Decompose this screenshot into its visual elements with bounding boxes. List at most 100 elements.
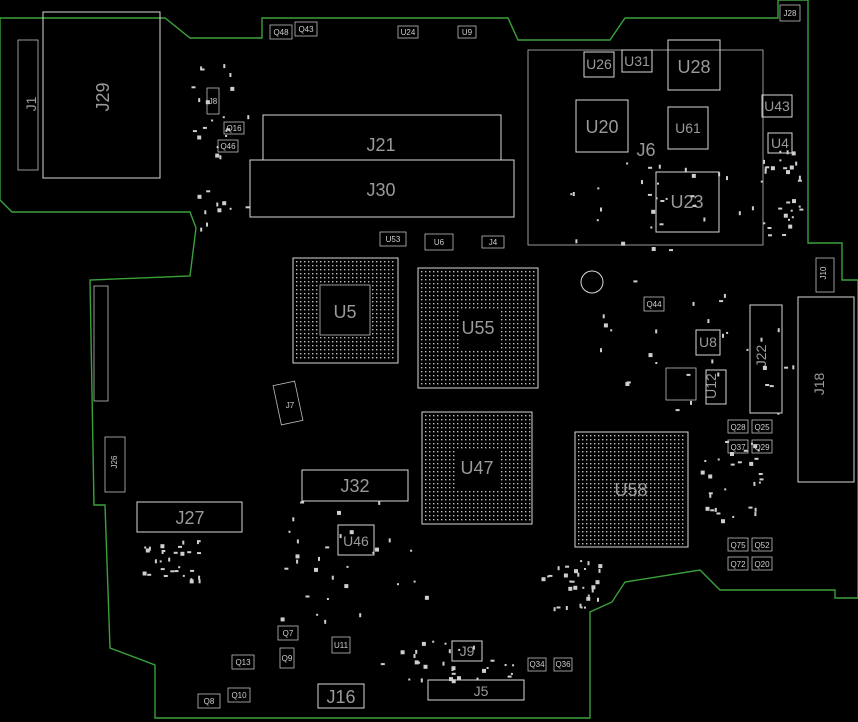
- label-u55: U55: [461, 318, 494, 338]
- label-j5: J5: [474, 683, 489, 699]
- label-j32: J32: [340, 476, 369, 496]
- label-q29: Q29: [754, 443, 770, 452]
- chip-u55: [417, 267, 539, 389]
- label-u5: U5: [333, 302, 356, 322]
- connector-j9: [451, 640, 483, 662]
- transistor-q29: [751, 439, 773, 454]
- connector-j7: [272, 380, 304, 426]
- label-q9: Q9: [282, 654, 293, 663]
- label-u12: U12: [703, 373, 719, 399]
- label-q20: Q20: [754, 560, 770, 569]
- label-j22: J22: [753, 345, 769, 368]
- label-q75: Q75: [730, 541, 746, 550]
- label-q8: Q8: [204, 697, 215, 706]
- label-j27: J27: [175, 508, 204, 528]
- label-u23: U23: [670, 192, 703, 212]
- label-q16: Q16: [226, 124, 242, 133]
- label-u28: U28: [677, 57, 710, 77]
- transistor-q75: [727, 537, 749, 552]
- label-u61: U61: [675, 120, 701, 136]
- label-j21: J21: [366, 135, 395, 155]
- transistor-q34: [527, 657, 547, 672]
- label-u24: U24: [401, 28, 416, 37]
- label-u53: U53: [386, 235, 401, 244]
- chip-u46: [337, 524, 375, 556]
- label-j1: J1: [23, 96, 39, 111]
- label-q37: Q37: [730, 443, 746, 452]
- connector-j27: [136, 501, 243, 533]
- chip-u31: [621, 49, 653, 73]
- transistor-q9: [279, 647, 295, 669]
- label-q28: Q28: [730, 423, 746, 432]
- connector-j22: [749, 304, 783, 414]
- label-u58: U58: [614, 480, 647, 500]
- label-j8: J8: [209, 97, 218, 106]
- chip-u24: [397, 25, 419, 39]
- label-q43: Q43: [298, 25, 314, 34]
- label-q52: Q52: [754, 541, 770, 550]
- label-q72: Q72: [730, 560, 746, 569]
- chip-u47: [421, 411, 533, 525]
- label-q25: Q25: [754, 423, 770, 432]
- transistor-q25: [751, 419, 773, 434]
- transistor-q10: [227, 687, 251, 703]
- chip-u20: [575, 99, 629, 153]
- chip-u23: [655, 171, 720, 233]
- label-q46: Q46: [220, 142, 236, 151]
- connector-j5: [427, 679, 525, 701]
- label-q10: Q10: [231, 691, 247, 700]
- slot-j30: [249, 159, 515, 218]
- chip-u6: [424, 233, 454, 251]
- label-u8: U8: [699, 334, 717, 350]
- label-j30: J30: [366, 180, 395, 200]
- label-q36: Q36: [555, 660, 571, 669]
- chip-u61: [667, 106, 709, 150]
- transistor-q16: [223, 121, 245, 135]
- connector-j32: [301, 469, 409, 502]
- transistor-q44: [643, 296, 665, 312]
- label-j7: J7: [286, 401, 295, 410]
- chip-u5-core: [319, 284, 371, 336]
- label-u11: U11: [334, 641, 349, 650]
- label-u47: U47: [460, 458, 493, 478]
- label-j29: J29: [93, 82, 113, 111]
- chip-u9: [457, 25, 477, 39]
- chip-u26: [583, 51, 615, 78]
- connector-j1: [17, 39, 39, 171]
- label-j4: J4: [489, 238, 498, 247]
- label-j10: J10: [819, 266, 828, 279]
- label-u4: U4: [771, 135, 789, 151]
- passive-components: [142, 64, 804, 684]
- transistor-q46: [217, 139, 239, 153]
- label-q48: Q48: [273, 28, 289, 37]
- label-u46: U46: [343, 533, 369, 549]
- label-u20: U20: [585, 117, 618, 137]
- label-q13: Q13: [235, 658, 251, 667]
- transistor-q28: [727, 419, 749, 434]
- label-q44: Q44: [646, 300, 662, 309]
- transistor-q43: [294, 21, 318, 37]
- label-j18: J18: [811, 373, 827, 396]
- u5-ball-grid: [296, 261, 394, 359]
- label-j28: J28: [784, 9, 797, 18]
- chip-u43: [761, 94, 793, 118]
- label-j6: J6: [636, 140, 655, 160]
- connector-j29: [42, 11, 161, 179]
- transistor-q37: [727, 439, 749, 454]
- chip-grid-small: [665, 367, 697, 401]
- transistor-q13: [231, 654, 255, 670]
- chip-u11: [331, 636, 351, 654]
- connector-j10: [815, 257, 835, 293]
- connector-left-strip: [93, 285, 109, 402]
- mounting-hole: [580, 270, 604, 294]
- label-q34: Q34: [529, 660, 545, 669]
- transistor-q8: [197, 693, 221, 709]
- chip-u8: [695, 329, 721, 356]
- transistor-q48: [269, 24, 293, 40]
- label-j16: J16: [326, 687, 355, 707]
- label-u31: U31: [624, 53, 650, 69]
- transistor-q20: [751, 556, 773, 571]
- u47-ball-grid: [425, 415, 531, 521]
